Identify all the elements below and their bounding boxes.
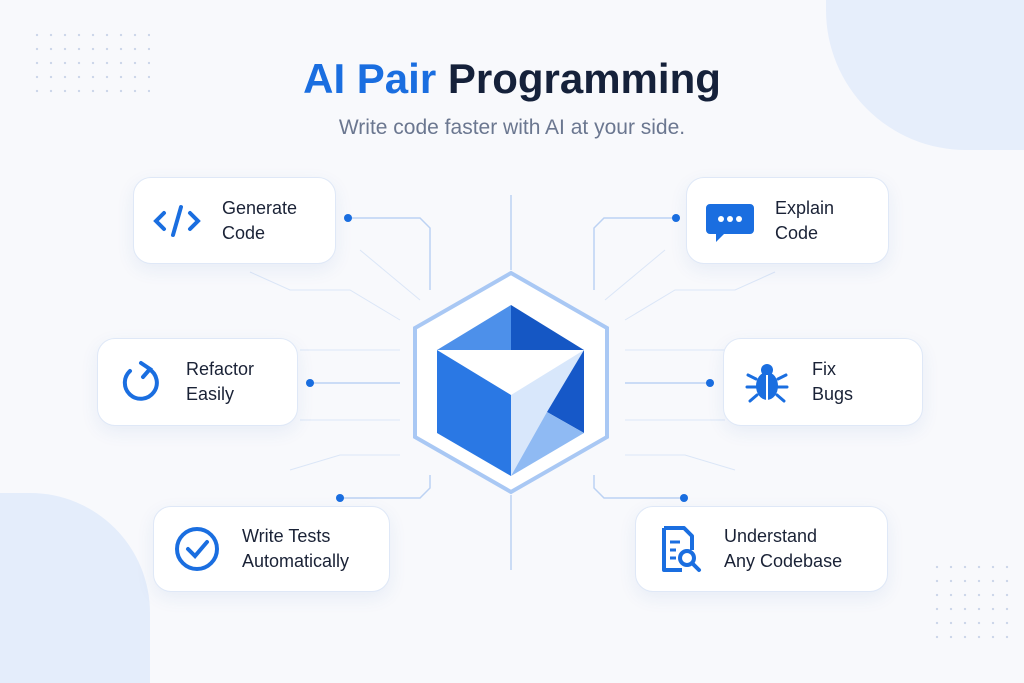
title-rest: Programming bbox=[447, 55, 721, 102]
document-search-icon bbox=[654, 524, 704, 574]
dot-grid bbox=[30, 28, 150, 98]
feature-label: Bugs bbox=[812, 384, 854, 404]
feature-label: Easily bbox=[186, 384, 235, 404]
feature-label: Write Tests bbox=[242, 526, 331, 546]
code-icon bbox=[152, 196, 202, 246]
cube-logo-icon bbox=[437, 305, 584, 476]
feature-label: Refactor bbox=[186, 359, 255, 379]
feature-label: Explain bbox=[775, 197, 835, 218]
check-circle-icon bbox=[172, 524, 222, 574]
chat-bubble-icon bbox=[705, 196, 755, 246]
feature-label: Fix bbox=[812, 359, 836, 379]
subtitle: Write code faster with AI at your side. bbox=[338, 116, 686, 139]
page-title: AI Pair Programming bbox=[0, 55, 1024, 103]
feature-label: Generate bbox=[222, 197, 298, 218]
feature-label: Code bbox=[222, 222, 266, 243]
feature-label: Any Codebase bbox=[724, 551, 843, 571]
title-accent: AI Pair bbox=[303, 55, 437, 102]
refresh-icon bbox=[116, 357, 166, 407]
feature-label: Code bbox=[775, 222, 819, 243]
dot-grid bbox=[930, 560, 1010, 640]
bug-icon bbox=[742, 357, 792, 407]
feature-label: Automatically bbox=[242, 551, 350, 571]
feature-label: Understand bbox=[724, 526, 818, 546]
